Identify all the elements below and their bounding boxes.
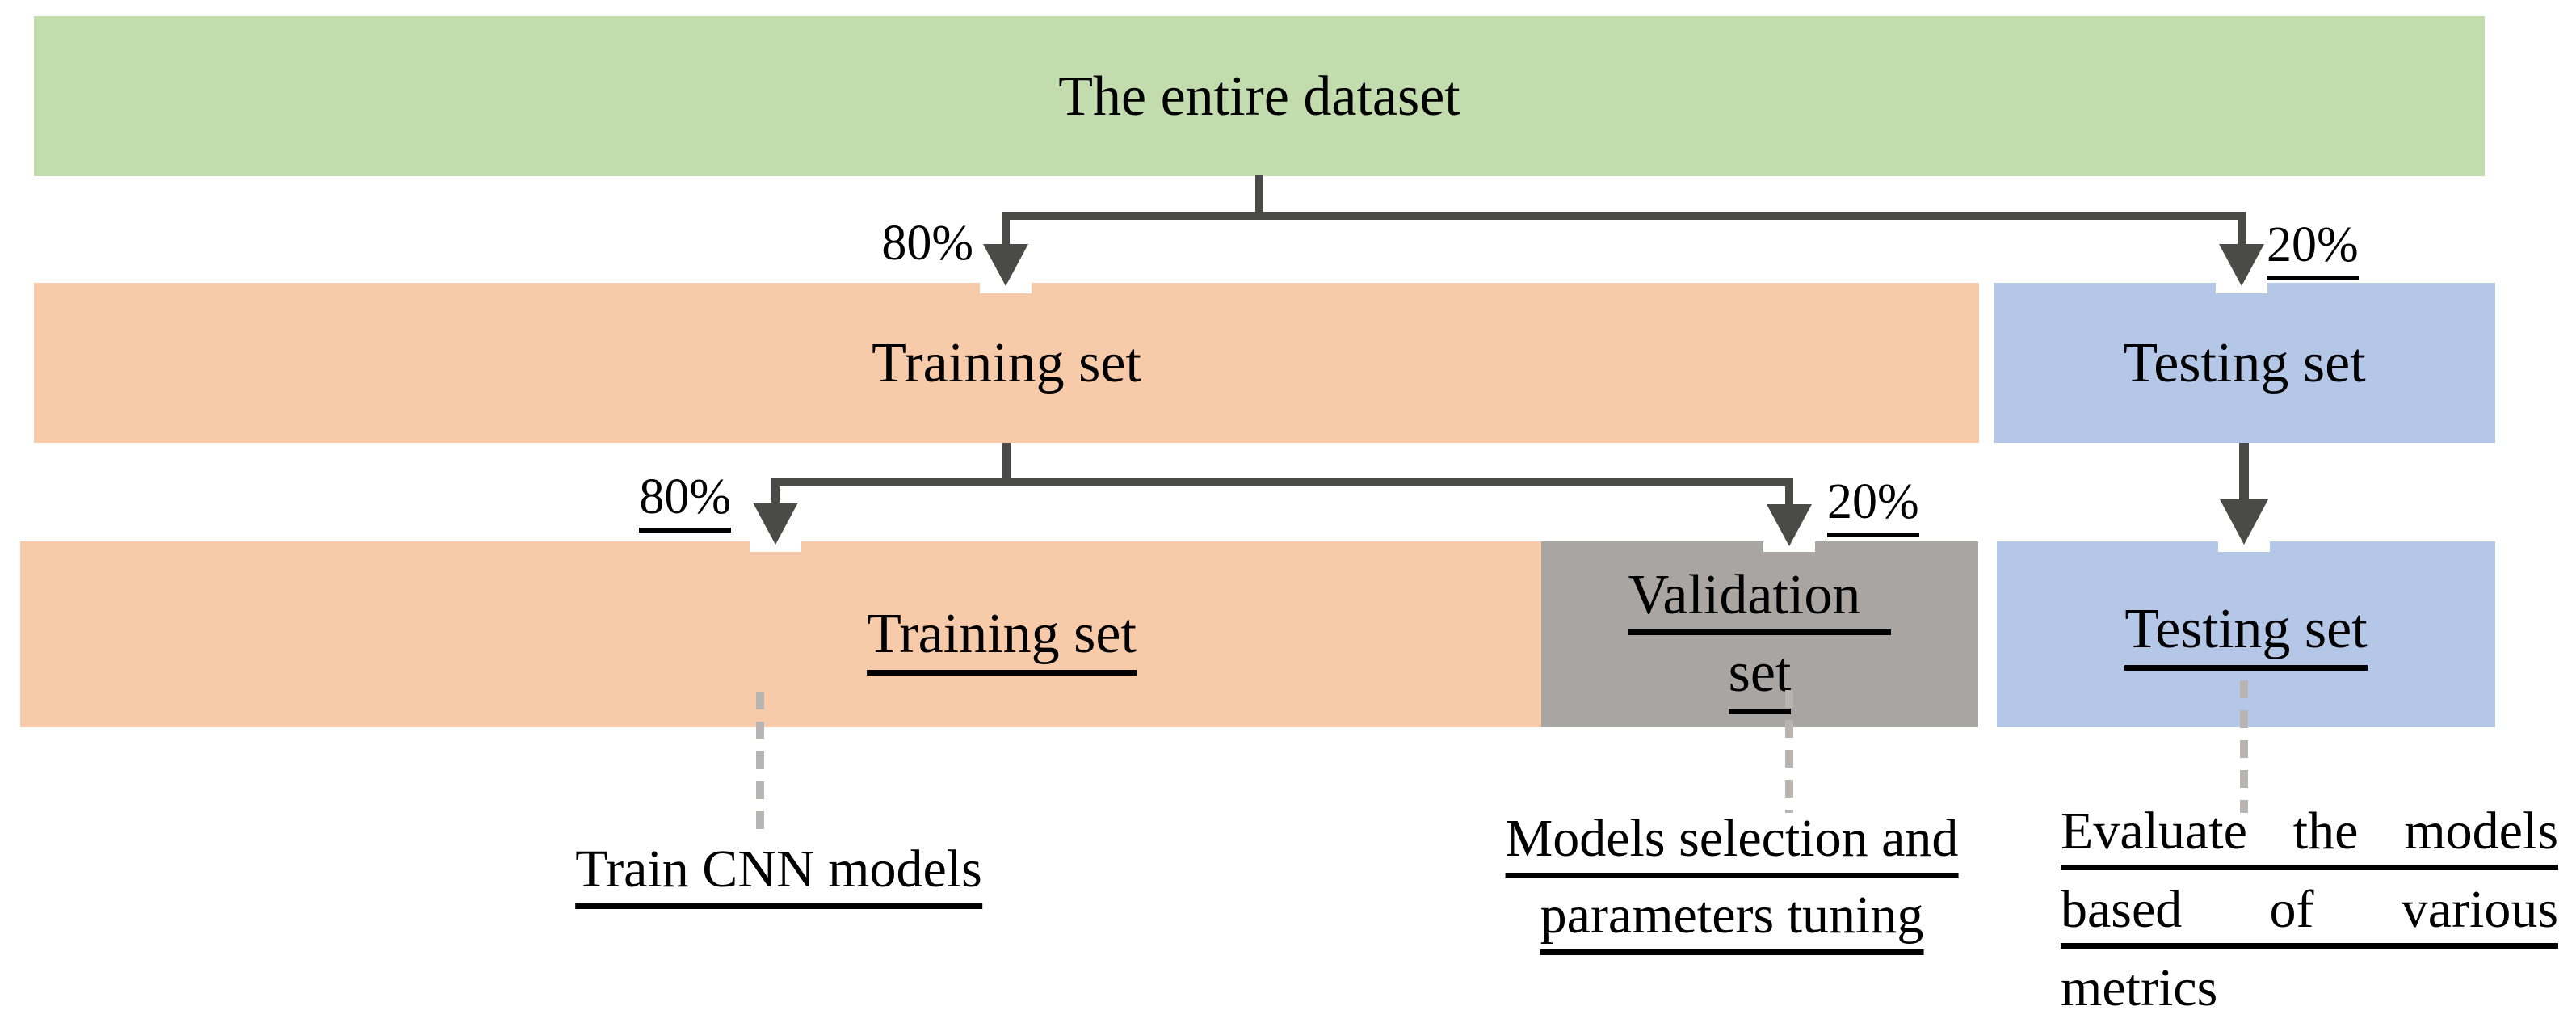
split2-left-arrowhead-icon [753, 503, 798, 545]
training-subset-label: Training set [867, 602, 1137, 676]
training-set-bar: Training set [34, 283, 1979, 443]
annotation-evaluate-line3: metrics [2061, 958, 2558, 1023]
split2-left-percent-label: 80% [529, 469, 731, 533]
split1-right-arrowhead-icon [2219, 244, 2264, 286]
annotation-evaluate-models: Evaluate the models based of various met… [2061, 805, 2558, 1023]
annotation-train-cnn: Train CNN models [575, 840, 982, 909]
testing-arrowhead-icon [2220, 499, 2268, 545]
split2-right-percent-label: 20% [1827, 474, 1919, 537]
testing-set-bar: Testing set [1994, 283, 2495, 443]
training-dashed-connector [756, 692, 764, 840]
annotation-model-selection: Models selection and parameters tuning [1505, 809, 1959, 962]
split1-right-percent-label: 20% [2267, 217, 2359, 280]
validation-set-bar: Validation set [1541, 541, 1978, 727]
training-set-label: Training set [872, 331, 1141, 394]
validation-set-label: Validation set [1628, 557, 1892, 714]
split1-left-percent-label: 80% [881, 216, 973, 271]
testing-set-label: Testing set [2123, 331, 2366, 394]
split2-left-drop-line [771, 478, 780, 507]
split2-stem-line [1002, 443, 1011, 483]
split1-horizontal-line [1002, 212, 2246, 220]
split2-horizontal-line [771, 478, 1793, 486]
entire-dataset-label: The entire dataset [1058, 65, 1460, 128]
testing-dashed-connector [2240, 680, 2248, 813]
split1-left-arrowhead-icon [983, 244, 1028, 286]
testing-arrow-stem-line [2239, 443, 2249, 506]
annotation-evaluate-line1: Evaluate the models [2061, 805, 2558, 870]
split1-left-drop-line [1002, 212, 1010, 250]
training-subset-bar [20, 541, 1541, 727]
split2-right-arrowhead-icon [1767, 504, 1812, 546]
split1-stem-line [1255, 175, 1263, 215]
split1-right-drop-line [2238, 212, 2246, 250]
entire-dataset-bar: The entire dataset [34, 16, 2485, 176]
testing-subset-label: Testing set [2124, 598, 2368, 671]
annotation-evaluate-line2: based of various [2061, 883, 2558, 949]
split2-right-drop-line [1785, 478, 1793, 507]
validation-dashed-connector [1785, 690, 1793, 813]
